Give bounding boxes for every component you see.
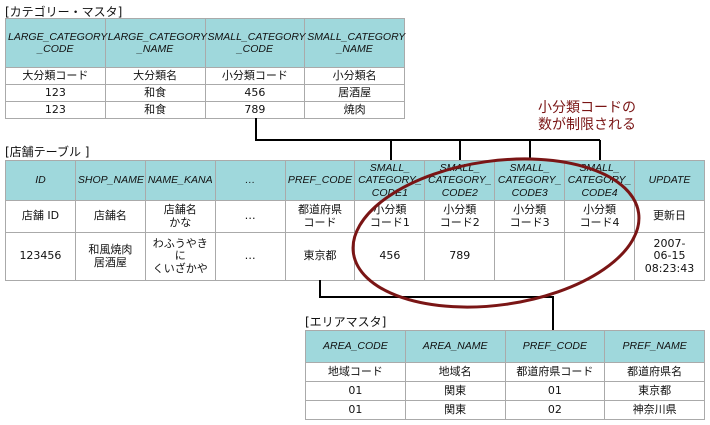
table-cell: 小分類コード4 [564, 200, 636, 233]
table-cell: 神奈川県 [604, 400, 705, 420]
table-cell: 789 [424, 232, 496, 281]
table-cell: 都道府県コード [504, 362, 606, 382]
table-row: 地域コード地域名都道府県コード都道府県名 [305, 362, 705, 382]
table-cell: … [214, 232, 286, 281]
table-cell: 789 [204, 101, 306, 119]
column-header: LARGE_CATEGORY_NAME [104, 18, 207, 68]
table-cell: 小分類コード2 [424, 200, 496, 233]
table-cell: 店舗名 [74, 200, 146, 233]
column-header: AREA_CODE [305, 330, 406, 363]
table-cell: 都道府県名 [604, 362, 705, 382]
table-cell: わふうやきにくいざかや [144, 232, 216, 281]
area-master-title: [エリアマスタ] [305, 315, 387, 329]
column-header: AREA_NAME [404, 330, 506, 363]
table-cell: 店舗 ID [5, 200, 76, 233]
table-cell: 都道府県コード [284, 200, 356, 233]
column-header: SHOP_NAME [74, 160, 146, 201]
column-header: SMALL_CATEGORY_CODE [204, 18, 306, 68]
table-cell: 更新日 [634, 200, 705, 233]
table-cell: 和食 [104, 101, 206, 119]
column-header: SMALL_CATEGORY_NAME [304, 18, 405, 68]
table-cell: 和風焼肉居酒屋 [74, 232, 146, 281]
limit-highlight-ellipse [351, 157, 641, 309]
limit-annotation: 小分類コードの 数が制限される [538, 100, 636, 134]
table-cell: 01 [305, 400, 406, 420]
table-cell: 123 [5, 101, 106, 119]
table-cell: 大分類名 [104, 67, 206, 85]
column-header: SMALL_CATEGORY_CODE3 [494, 160, 566, 201]
column-header: PREF_NAME [604, 330, 705, 363]
table-cell: 東京都 [284, 232, 356, 281]
table-cell: 地域名 [404, 362, 506, 382]
annotation-line2: 数が制限される [538, 117, 636, 133]
table-cell [494, 232, 566, 281]
table-cell: 小分類コード3 [494, 200, 566, 233]
shop-table-title: [店舗テーブル ] [5, 145, 90, 159]
table-row: 大分類コード大分類名小分類コード小分類名 [5, 67, 405, 85]
annotation-line1: 小分類コードの [538, 100, 636, 116]
table-cell: 小分類コード [204, 67, 306, 85]
category-master-title: [カテゴリー・マスタ] [5, 5, 123, 19]
column-header: PREF_CODE [504, 330, 606, 363]
table-cell: 焼肉 [304, 101, 405, 119]
column-header: SMALL_CATEGORY_CODE4 [564, 160, 636, 201]
column-header: PREF_CODE [284, 160, 356, 201]
column-header: ID [5, 160, 76, 201]
shop-to-area-connector [319, 280, 554, 330]
table-cell: 123456 [5, 232, 76, 281]
category-to-shop-connector [255, 118, 601, 160]
